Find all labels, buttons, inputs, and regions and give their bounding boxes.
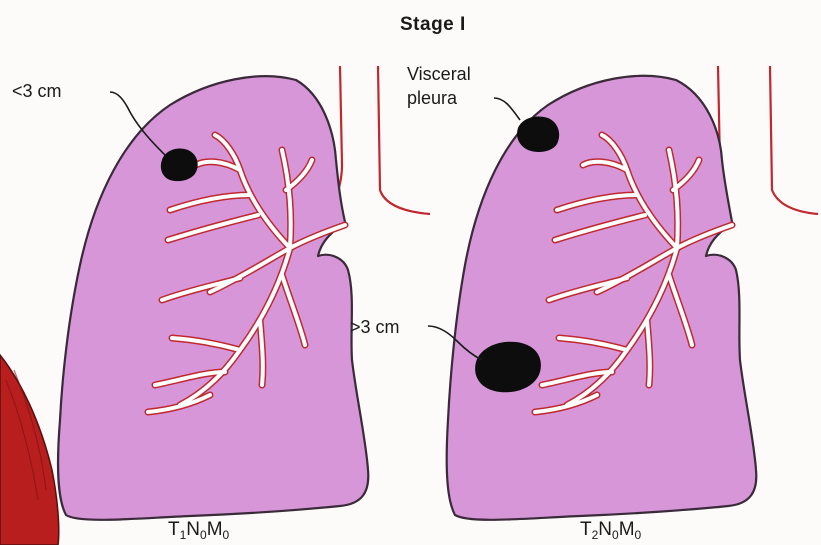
visceral-label-line2: pleura [407,88,458,108]
pleural-tumor [517,116,559,152]
stage-title: Stage I [400,14,466,35]
svg-text:T1N0M0: T1N0M0 [168,519,230,542]
right-m-sub: 0 [635,528,642,542]
right-lung [447,76,757,520]
left-n: N [186,519,200,540]
left-lung-group: <3 cm [12,66,430,520]
small-tumor [161,148,198,181]
left-lung [58,76,368,520]
left-stage-label: T1N0M0 [168,519,230,542]
left-t: T [168,519,180,540]
pleural-tumor-leader [494,98,520,120]
right-n: N [598,519,612,540]
large-tumor-label: >3 cm [350,317,400,337]
right-lung-group: Visceral pleura >3 cm [350,64,818,520]
svg-text:T2N0M0: T2N0M0 [580,519,642,542]
small-tumor-label: <3 cm [12,81,62,101]
right-stage-label: T2N0M0 [580,519,642,542]
heart-edge [0,355,59,545]
visceral-label-line1: Visceral [407,64,471,84]
right-t: T [580,519,592,540]
right-m: M [619,519,635,540]
left-m: M [207,519,223,540]
left-m-sub: 0 [223,528,230,542]
right-trachea-wall-outer [770,66,818,214]
